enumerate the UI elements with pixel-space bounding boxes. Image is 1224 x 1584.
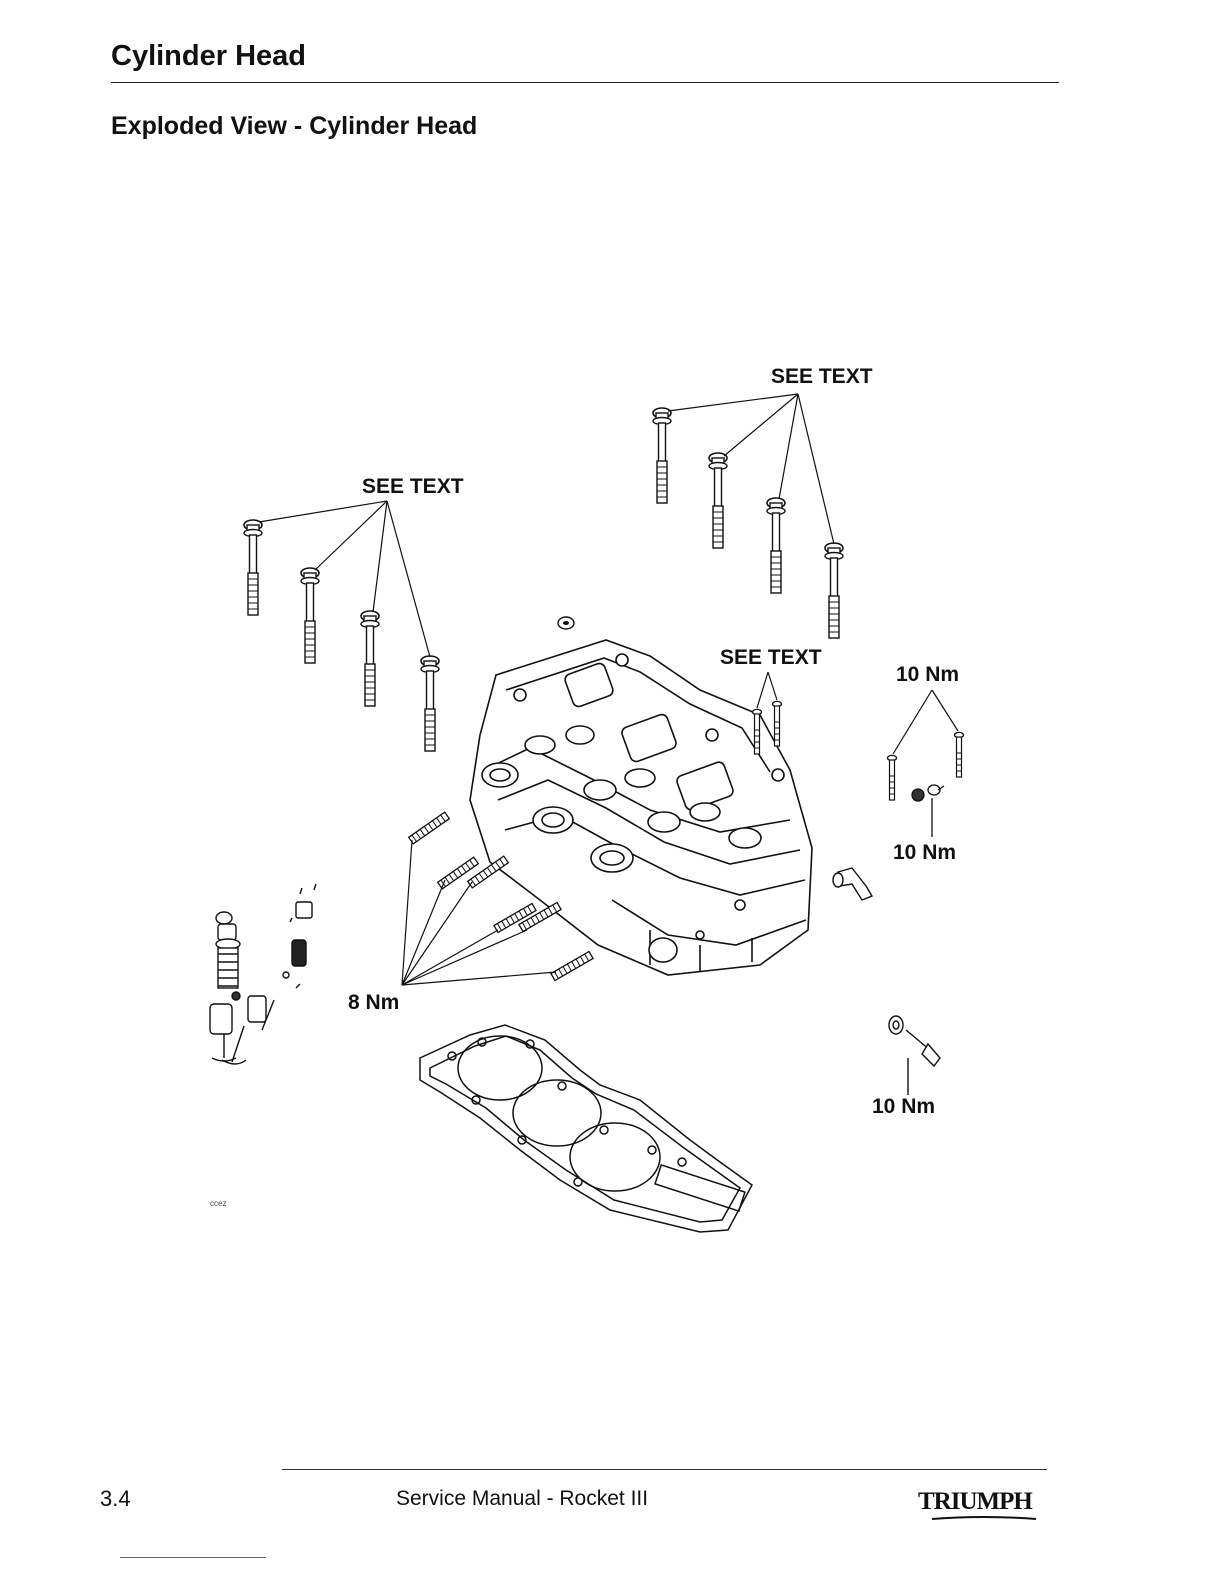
head-bolt-left-2 bbox=[301, 568, 319, 663]
stud-6 bbox=[551, 952, 593, 981]
figure-code: ccez bbox=[210, 1199, 226, 1208]
page-number: 3.4 bbox=[100, 1486, 131, 1512]
head-bolt-upper-right-3 bbox=[767, 498, 785, 593]
head-bolt-upper-right-4 bbox=[825, 543, 843, 638]
label-torque-10nm-middle: 10 Nm bbox=[893, 841, 956, 864]
head-bolt-left-4 bbox=[421, 656, 439, 751]
label-see-text-top: SEE TEXT bbox=[771, 365, 873, 388]
washer-fitting-10nm bbox=[912, 785, 944, 837]
head-bolt-left-3 bbox=[361, 611, 379, 706]
head-bolt-upper-right-2 bbox=[709, 453, 727, 548]
stud-1 bbox=[409, 812, 450, 844]
label-torque-8nm: 8 Nm bbox=[348, 991, 399, 1014]
label-torque-10nm-lower: 10 Nm bbox=[872, 1095, 935, 1118]
footer-rule bbox=[282, 1469, 1047, 1470]
leader-lines-10nm-upper bbox=[893, 690, 958, 754]
bolt-10nm-2 bbox=[955, 732, 964, 777]
triumph-logo: TRIUMPH bbox=[918, 1488, 1032, 1516]
head-gasket bbox=[420, 1025, 752, 1232]
bolt-10nm-1 bbox=[888, 755, 897, 800]
banjo-bolt-10nm bbox=[889, 1016, 940, 1095]
logo-swoosh bbox=[930, 1516, 1038, 1522]
leader-lines-see-text-left bbox=[259, 501, 430, 657]
label-see-text-left: SEE TEXT bbox=[362, 475, 464, 498]
leader-lines-see-text-top bbox=[668, 394, 834, 544]
footer-manual-title: Service Manual - Rocket III bbox=[396, 1487, 648, 1511]
bottom-mark bbox=[120, 1557, 266, 1558]
elbow-fitting bbox=[833, 868, 872, 900]
head-nut bbox=[558, 617, 574, 629]
valve-train-parts bbox=[210, 884, 316, 1064]
head-bolt-left-1 bbox=[244, 520, 262, 615]
head-bolt-upper-right-1 bbox=[653, 408, 671, 503]
label-torque-10nm-upper: 10 Nm bbox=[896, 663, 959, 686]
label-see-text-center: SEE TEXT bbox=[720, 646, 822, 669]
